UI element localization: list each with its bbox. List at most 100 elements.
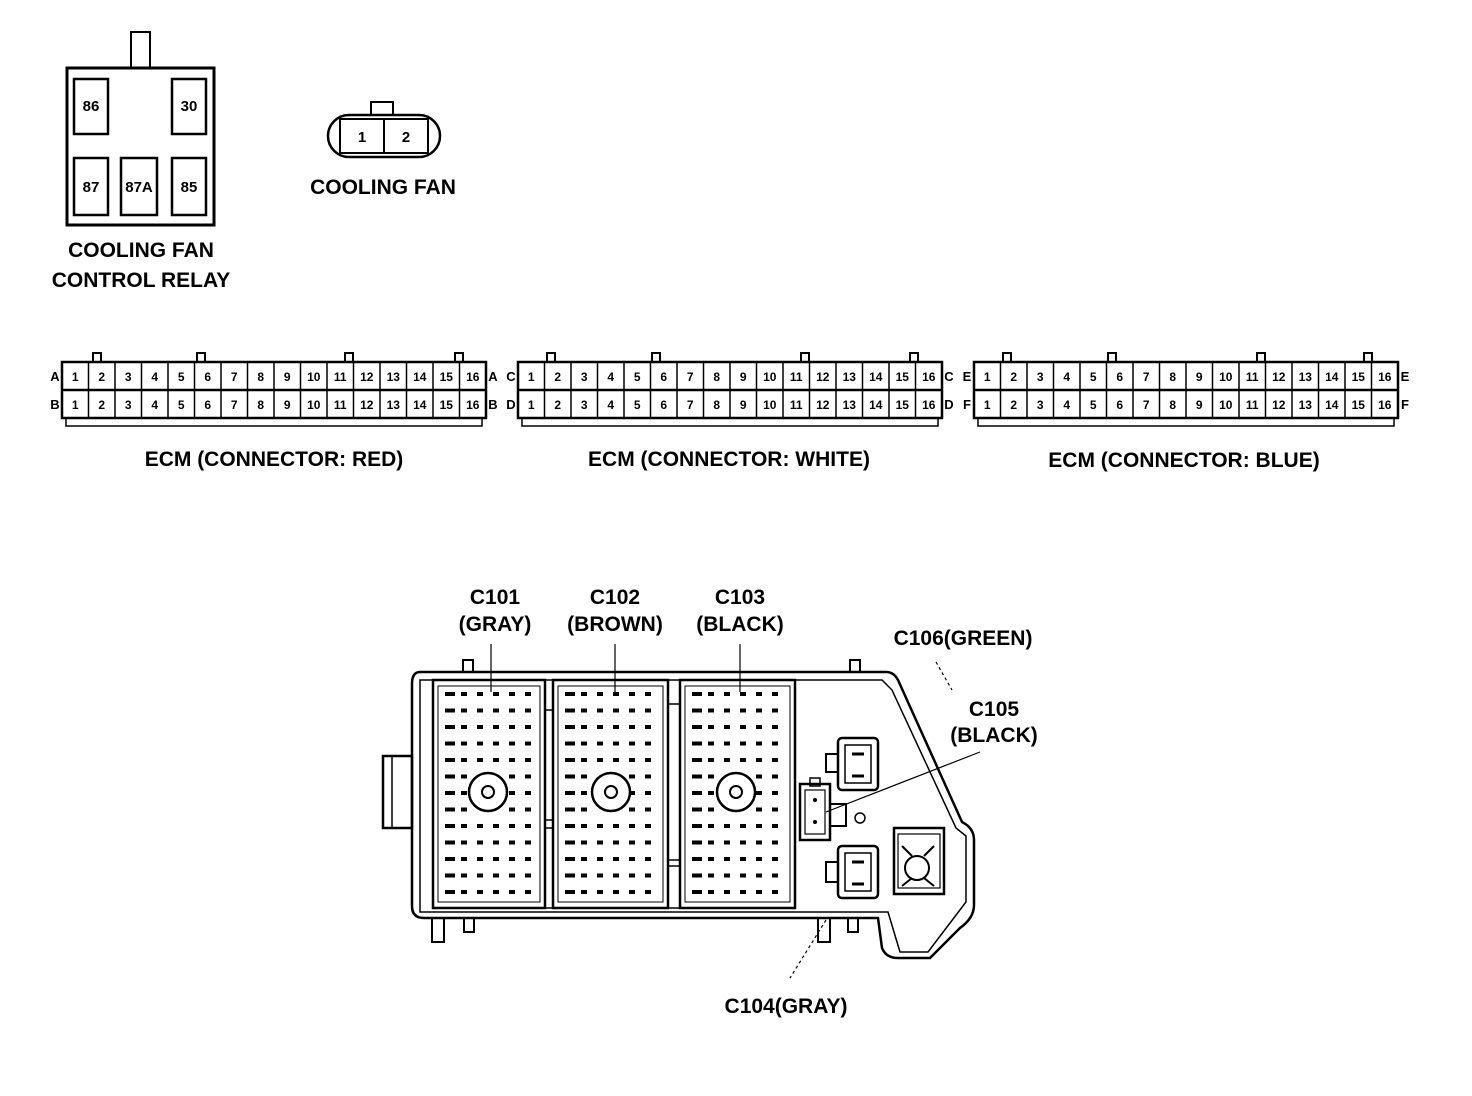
ecm-pin-label: 3 [1037, 370, 1044, 384]
c102-pin-cavity [613, 741, 619, 746]
c101-pin-cavity [445, 725, 455, 729]
c102-pin-cavity [581, 807, 587, 812]
c103-pin-cavity [692, 725, 702, 729]
ecm-pin-label: 12 [1272, 370, 1286, 384]
ecm-row-letter-right: A [488, 369, 498, 384]
c101-pin-cavity [525, 692, 531, 696]
ecm-row-letter-right: B [488, 397, 497, 412]
ecm-pin-label: 6 [660, 398, 667, 412]
c103-pin-cavity [692, 807, 702, 812]
c101-pin-cavity [525, 890, 531, 894]
ecm-pin-label: 8 [713, 370, 720, 384]
ecm-latch [800, 352, 810, 362]
c101-pin-cavity [525, 840, 531, 845]
relay-title-line2: CONTROL RELAY [52, 269, 231, 292]
ecm-pin-label: 1 [528, 398, 535, 412]
ecm-pin-label: 8 [257, 398, 264, 412]
c106-connector [892, 826, 946, 896]
ecm-pin-label: 14 [1325, 370, 1339, 384]
c102-pin-cavity [565, 758, 575, 762]
c102-pin-cavity [629, 791, 635, 795]
c103-pin-cavity [772, 741, 778, 746]
leader-lines [490, 644, 981, 979]
c103-pin-cavity [740, 840, 746, 845]
ecm-pin-label: 7 [687, 370, 694, 384]
ecm-pin-label: 1 [528, 370, 535, 384]
block-outline [410, 670, 976, 960]
block-inner-outline [419, 679, 967, 953]
c102-pin-cavity [613, 708, 619, 713]
ecm-pin-label: 11 [1246, 370, 1259, 384]
relay-pin-87 [72, 156, 110, 217]
ecm-pin-label: 12 [1272, 398, 1286, 412]
c102-pin-cavity [565, 824, 575, 828]
c101-pin-cavity [493, 692, 499, 696]
ecm-pin-label: 5 [178, 398, 185, 412]
ecm-pin-label: 16 [466, 398, 480, 412]
c101-pin-cavity [509, 774, 515, 779]
ecm-pin-label: 14 [413, 398, 427, 412]
ecm-row-letter-right: D [944, 397, 953, 412]
ecm-latch [454, 352, 464, 362]
c103-pin-cavity [708, 857, 714, 861]
c103-pin-cavity [724, 890, 730, 894]
c102-pin-cavity [581, 873, 587, 878]
ecm-pin-label: 7 [687, 398, 694, 412]
c102-pin-cavity [581, 725, 587, 729]
c102-pin-cavity [597, 708, 603, 713]
ecm-pin-label: 16 [922, 370, 936, 384]
c101-pin-cavity [461, 857, 467, 861]
ecm-pin-label: 3 [1037, 398, 1044, 412]
relay-pin-85 [170, 156, 208, 217]
relay-pin-87-label: 87 [83, 179, 100, 196]
ecm-pin-label: 1 [72, 370, 79, 384]
c103-pin-cavity [756, 824, 762, 828]
c101-pin-cavity [461, 774, 467, 779]
c103-pin-cavity [756, 873, 762, 878]
c101-pin-cavity [477, 708, 483, 713]
c101-pin-cavity [445, 708, 455, 713]
c102-pin-cavity [629, 758, 635, 762]
ecm-pin-label: 2 [554, 370, 561, 384]
c101-pin-cavity [493, 873, 499, 878]
ecm-pin-label: 13 [843, 370, 857, 384]
fan-latch [370, 101, 394, 116]
ecm-row-letter-left: D [506, 397, 515, 412]
c103-pin-cavity [692, 741, 702, 746]
c102-pin-cavity [597, 758, 603, 762]
ecm-latch [1256, 352, 1266, 362]
relay-pin-85-label: 85 [181, 179, 198, 196]
c101-pin-cavity [509, 725, 515, 729]
c101-pin-cavity [461, 791, 467, 795]
c103-pin-cavity [772, 807, 778, 812]
c102-pin-cavity [581, 692, 587, 696]
relay-pin-86-label: 86 [83, 98, 100, 115]
ecm-pin-label: 9 [284, 370, 291, 384]
c103-pin-cavity [772, 758, 778, 762]
c101-pin-cavity [493, 708, 499, 713]
ecm-pin-label: 6 [1116, 398, 1123, 412]
c101-pin-cavity [445, 824, 455, 828]
ecm-pin-label: 5 [178, 370, 185, 384]
c101-pin-cavity [477, 824, 483, 828]
c101-pin-cavity [445, 774, 455, 779]
ecm-pin-label: 6 [660, 370, 667, 384]
c101-pin-cavity [509, 824, 515, 828]
c102-pin-cavity [629, 725, 635, 729]
block-bottom-peg [847, 917, 859, 933]
c103-pin-cavity [772, 692, 778, 696]
c102-pin-cavity [645, 692, 651, 696]
c103-pin-cavity [692, 890, 702, 894]
c103-pin-cavity [708, 692, 714, 696]
ecm-pin-label: 8 [1169, 370, 1176, 384]
ecm-pin-label: 5 [1090, 398, 1097, 412]
c102-pin-cavity [581, 791, 587, 795]
block-bottom-peg [817, 917, 831, 943]
ecm-pin-label: 14 [869, 370, 883, 384]
ecm-row-letter-left: E [963, 369, 972, 384]
c101-pin-cavity [493, 725, 499, 729]
c102-pin-cavity [565, 708, 575, 713]
ecm-pin-label: 15 [440, 398, 454, 412]
c101-pin-cavity [493, 758, 499, 762]
